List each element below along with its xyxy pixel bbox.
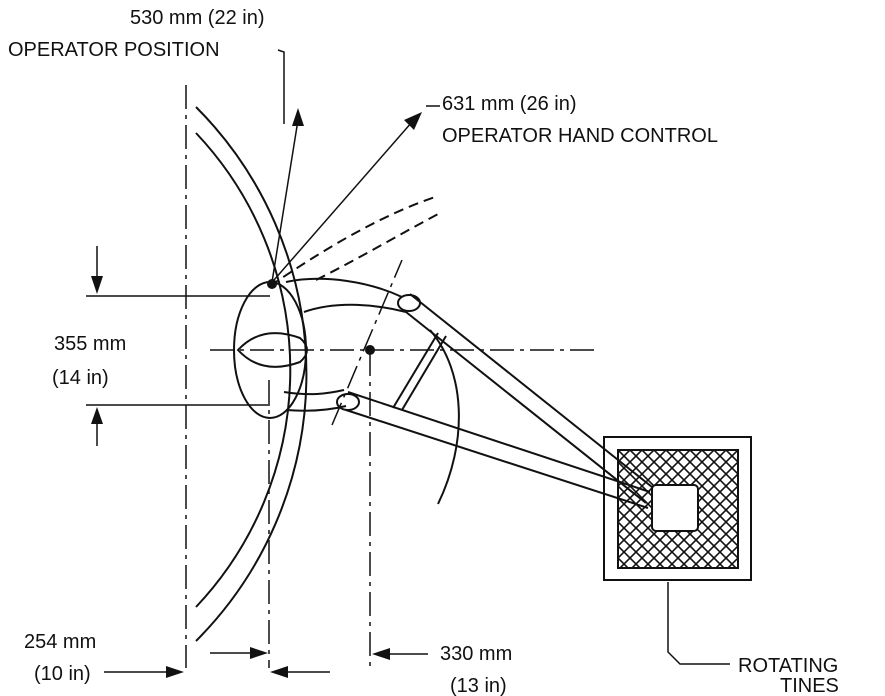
operator-position-point bbox=[267, 279, 277, 289]
cross-brace-right bbox=[401, 335, 447, 411]
height-dimension-in-label: (14 in) bbox=[52, 367, 109, 389]
reach-arcs bbox=[195, 106, 460, 642]
upper-shaft-edge-a bbox=[409, 293, 653, 488]
label-leaders bbox=[277, 49, 730, 665]
tines-outer-frame bbox=[603, 436, 752, 581]
upper-handle-grip bbox=[397, 294, 421, 312]
height-upper-arrowhead bbox=[91, 276, 103, 294]
operator-position-dimension-label: 530 mm (22 in) bbox=[130, 7, 265, 29]
left-offset-inner-arrowhead bbox=[270, 666, 288, 678]
lower-handlebar-lower-edge bbox=[285, 405, 347, 412]
operator-head bbox=[236, 332, 308, 368]
tines-leader bbox=[667, 582, 730, 665]
hand-control-dashed-lines bbox=[269, 195, 443, 287]
right-offset-in-label: (13 in) bbox=[450, 675, 507, 696]
radius-arrows bbox=[267, 108, 422, 355]
operator-position-label: OPERATOR POSITION bbox=[8, 39, 220, 61]
lower-handle-grip bbox=[336, 393, 360, 411]
hand-control-arrowhead bbox=[404, 112, 422, 130]
tines-hub bbox=[651, 484, 699, 532]
hand-control-label: OPERATOR HAND CONTROL bbox=[442, 125, 718, 147]
lower-shaft-edge-b bbox=[345, 409, 649, 509]
lower-handlebar bbox=[283, 389, 345, 396]
tiller-shafts bbox=[345, 293, 653, 509]
operator-position-leader bbox=[277, 49, 285, 124]
handle-diagonal-centerline bbox=[331, 259, 403, 426]
dashed-reach-upper bbox=[269, 195, 439, 287]
upper-handlebar bbox=[285, 277, 403, 298]
lower-shaft-edge-a bbox=[347, 391, 651, 493]
diagram-labels: 530 mm (22 in) OPERATOR POSITION 631 mm … bbox=[8, 7, 839, 696]
height-dimension-mm-label: 355 mm bbox=[54, 333, 126, 355]
rotating-tines-label-line1: ROTATING bbox=[738, 655, 838, 677]
tiller-handles bbox=[283, 277, 447, 412]
rotating-tines-unit bbox=[603, 436, 752, 581]
left-offset-mm-label: 254 mm bbox=[24, 631, 96, 653]
dashed-reach-lower bbox=[315, 211, 443, 281]
reference-lines bbox=[86, 85, 600, 668]
upper-shaft-edge-b bbox=[405, 311, 647, 504]
hand-control-radius-line bbox=[273, 121, 413, 281]
inner-reach-arc bbox=[195, 132, 292, 608]
left-offset-right-arrowhead bbox=[250, 647, 268, 659]
offset-dimensions bbox=[104, 647, 428, 678]
height-dimension bbox=[91, 246, 103, 446]
hand-control-dimension-label: 631 mm (26 in) bbox=[442, 93, 577, 115]
cross-brace-left bbox=[392, 332, 439, 409]
upper-handlebar-lower-edge bbox=[303, 303, 407, 313]
height-lower-arrowhead bbox=[91, 407, 103, 424]
operator-position-radius-line bbox=[271, 119, 299, 283]
left-offset-in-label: (10 in) bbox=[34, 663, 91, 685]
operator-position-arrowhead bbox=[292, 108, 304, 126]
outer-reach-arc bbox=[195, 106, 308, 642]
rotating-tines-label-line2: TINES bbox=[780, 675, 839, 696]
handle-center-point bbox=[365, 345, 375, 355]
right-lower-arc bbox=[429, 329, 460, 505]
left-offset-left-arrowhead bbox=[166, 666, 184, 678]
right-offset-arrowhead bbox=[372, 648, 390, 660]
right-offset-mm-label: 330 mm bbox=[440, 643, 512, 665]
